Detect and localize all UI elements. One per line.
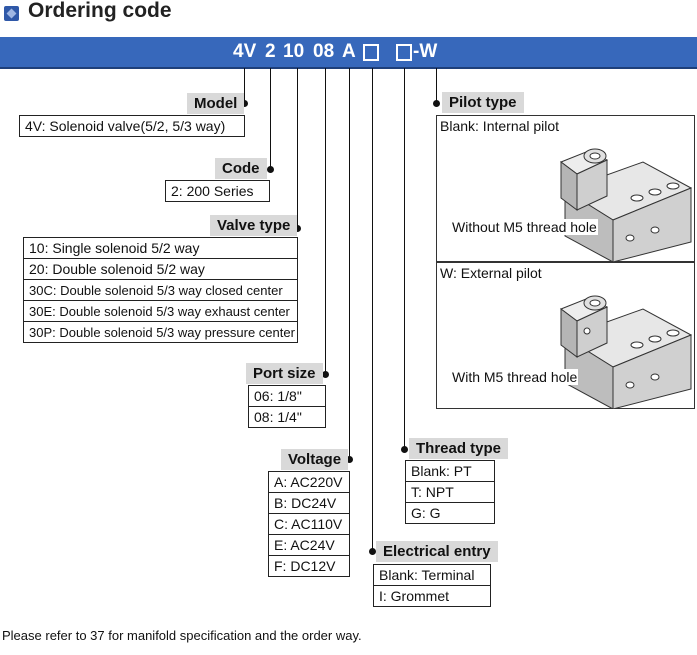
port-size-option: 08: 1/4" (249, 407, 325, 428)
code-segment-voltage: A (342, 41, 356, 62)
code-placeholder-thread-type (396, 44, 412, 61)
connector-dot-code (267, 166, 274, 173)
pilot-type-label: Pilot type (442, 92, 524, 113)
footnote: Please refer to 37 for manifold specific… (2, 628, 362, 643)
connector-dot-valve-type (294, 225, 301, 232)
thread-type-label: Thread type (409, 438, 509, 459)
code-segment-port-size: 08 (313, 41, 335, 62)
thread-type-table: Blank: PT T: NPT G: G (405, 460, 495, 524)
code-segment-pilot: -W (413, 41, 438, 62)
valve-type-option: 30E: Double solenoid 5/3 way exhaust cen… (24, 301, 297, 322)
code-placeholder-electrical-entry (363, 44, 379, 61)
page-title: Ordering code (28, 0, 172, 22)
code-segment-series: 2 (265, 41, 276, 62)
connector-electrical-entry (372, 68, 373, 552)
internal-pilot-heading: Blank: Internal pilot (440, 118, 560, 134)
connector-voltage (349, 68, 350, 460)
section-icon (4, 6, 19, 21)
voltage-label: Voltage (281, 449, 349, 470)
model-label: Model (187, 93, 245, 114)
ordering-code-bar (0, 37, 697, 69)
internal-pilot-caption: Without M5 thread hole (451, 219, 598, 235)
valve-type-option: 30C: Double solenoid 5/3 way closed cent… (24, 280, 297, 301)
connector-dot-model (241, 100, 248, 107)
voltage-option: B: DC24V (269, 493, 349, 514)
connector-dot-pilot-type (433, 100, 440, 107)
code-option: 2: 200 Series (166, 181, 269, 202)
connector-dot-electrical-entry (369, 548, 376, 555)
valve-illustration-internal (559, 148, 693, 262)
port-size-option: 06: 1/8" (249, 386, 325, 407)
voltage-option: E: AC24V (269, 535, 349, 556)
valve-type-option: 30P: Double solenoid 5/3 way pressure ce… (24, 322, 297, 343)
valve-type-option: 20: Double solenoid 5/2 way (24, 259, 297, 280)
electrical-entry-table: Blank: Terminal I: Grommet (373, 564, 491, 607)
connector-pilot-type (436, 68, 437, 104)
connector-dot-thread-type (401, 446, 408, 453)
voltage-option: F: DC12V (269, 556, 349, 577)
code-segment-model: 4V (233, 41, 257, 62)
valve-type-label: Valve type (210, 215, 298, 236)
internal-pilot-panel: Blank: Internal pilot Without M5 thread … (436, 115, 695, 262)
thread-type-option: Blank: PT (406, 461, 494, 482)
port-size-table: 06: 1/8" 08: 1/4" (248, 385, 326, 428)
code-segment-valve-type: 10 (283, 41, 305, 62)
external-pilot-panel: W: External pilot With M5 thread hole (436, 262, 695, 409)
connector-code (270, 68, 271, 170)
electrical-entry-label: Electrical entry (376, 541, 498, 562)
external-pilot-heading: W: External pilot (440, 265, 542, 281)
voltage-table: A: AC220V B: DC24V C: AC110V E: AC24V F:… (268, 471, 350, 577)
thread-type-option: T: NPT (406, 482, 494, 503)
electrical-entry-option: Blank: Terminal (374, 565, 490, 586)
connector-dot-voltage (346, 456, 353, 463)
valve-type-table: 10: Single solenoid 5/2 way 20: Double s… (23, 237, 298, 343)
voltage-option: A: AC220V (269, 472, 349, 493)
thread-type-option: G: G (406, 503, 494, 524)
connector-thread-type (404, 68, 405, 450)
connector-dot-port-size (322, 371, 329, 378)
connector-model (244, 68, 245, 103)
valve-type-option: 10: Single solenoid 5/2 way (24, 238, 297, 259)
port-size-label: Port size (246, 363, 323, 384)
valve-illustration-external (559, 295, 693, 409)
code-table: 2: 200 Series (165, 180, 270, 202)
code-label: Code (215, 158, 267, 179)
model-option: 4V: Solenoid valve(5/2, 5/3 way) (20, 116, 244, 137)
voltage-option: C: AC110V (269, 514, 349, 535)
external-pilot-caption: With M5 thread hole (451, 369, 579, 385)
electrical-entry-option: I: Grommet (374, 586, 490, 607)
model-table: 4V: Solenoid valve(5/2, 5/3 way) (19, 115, 245, 137)
connector-port-size (325, 68, 326, 375)
connector-valve-type (297, 68, 298, 229)
